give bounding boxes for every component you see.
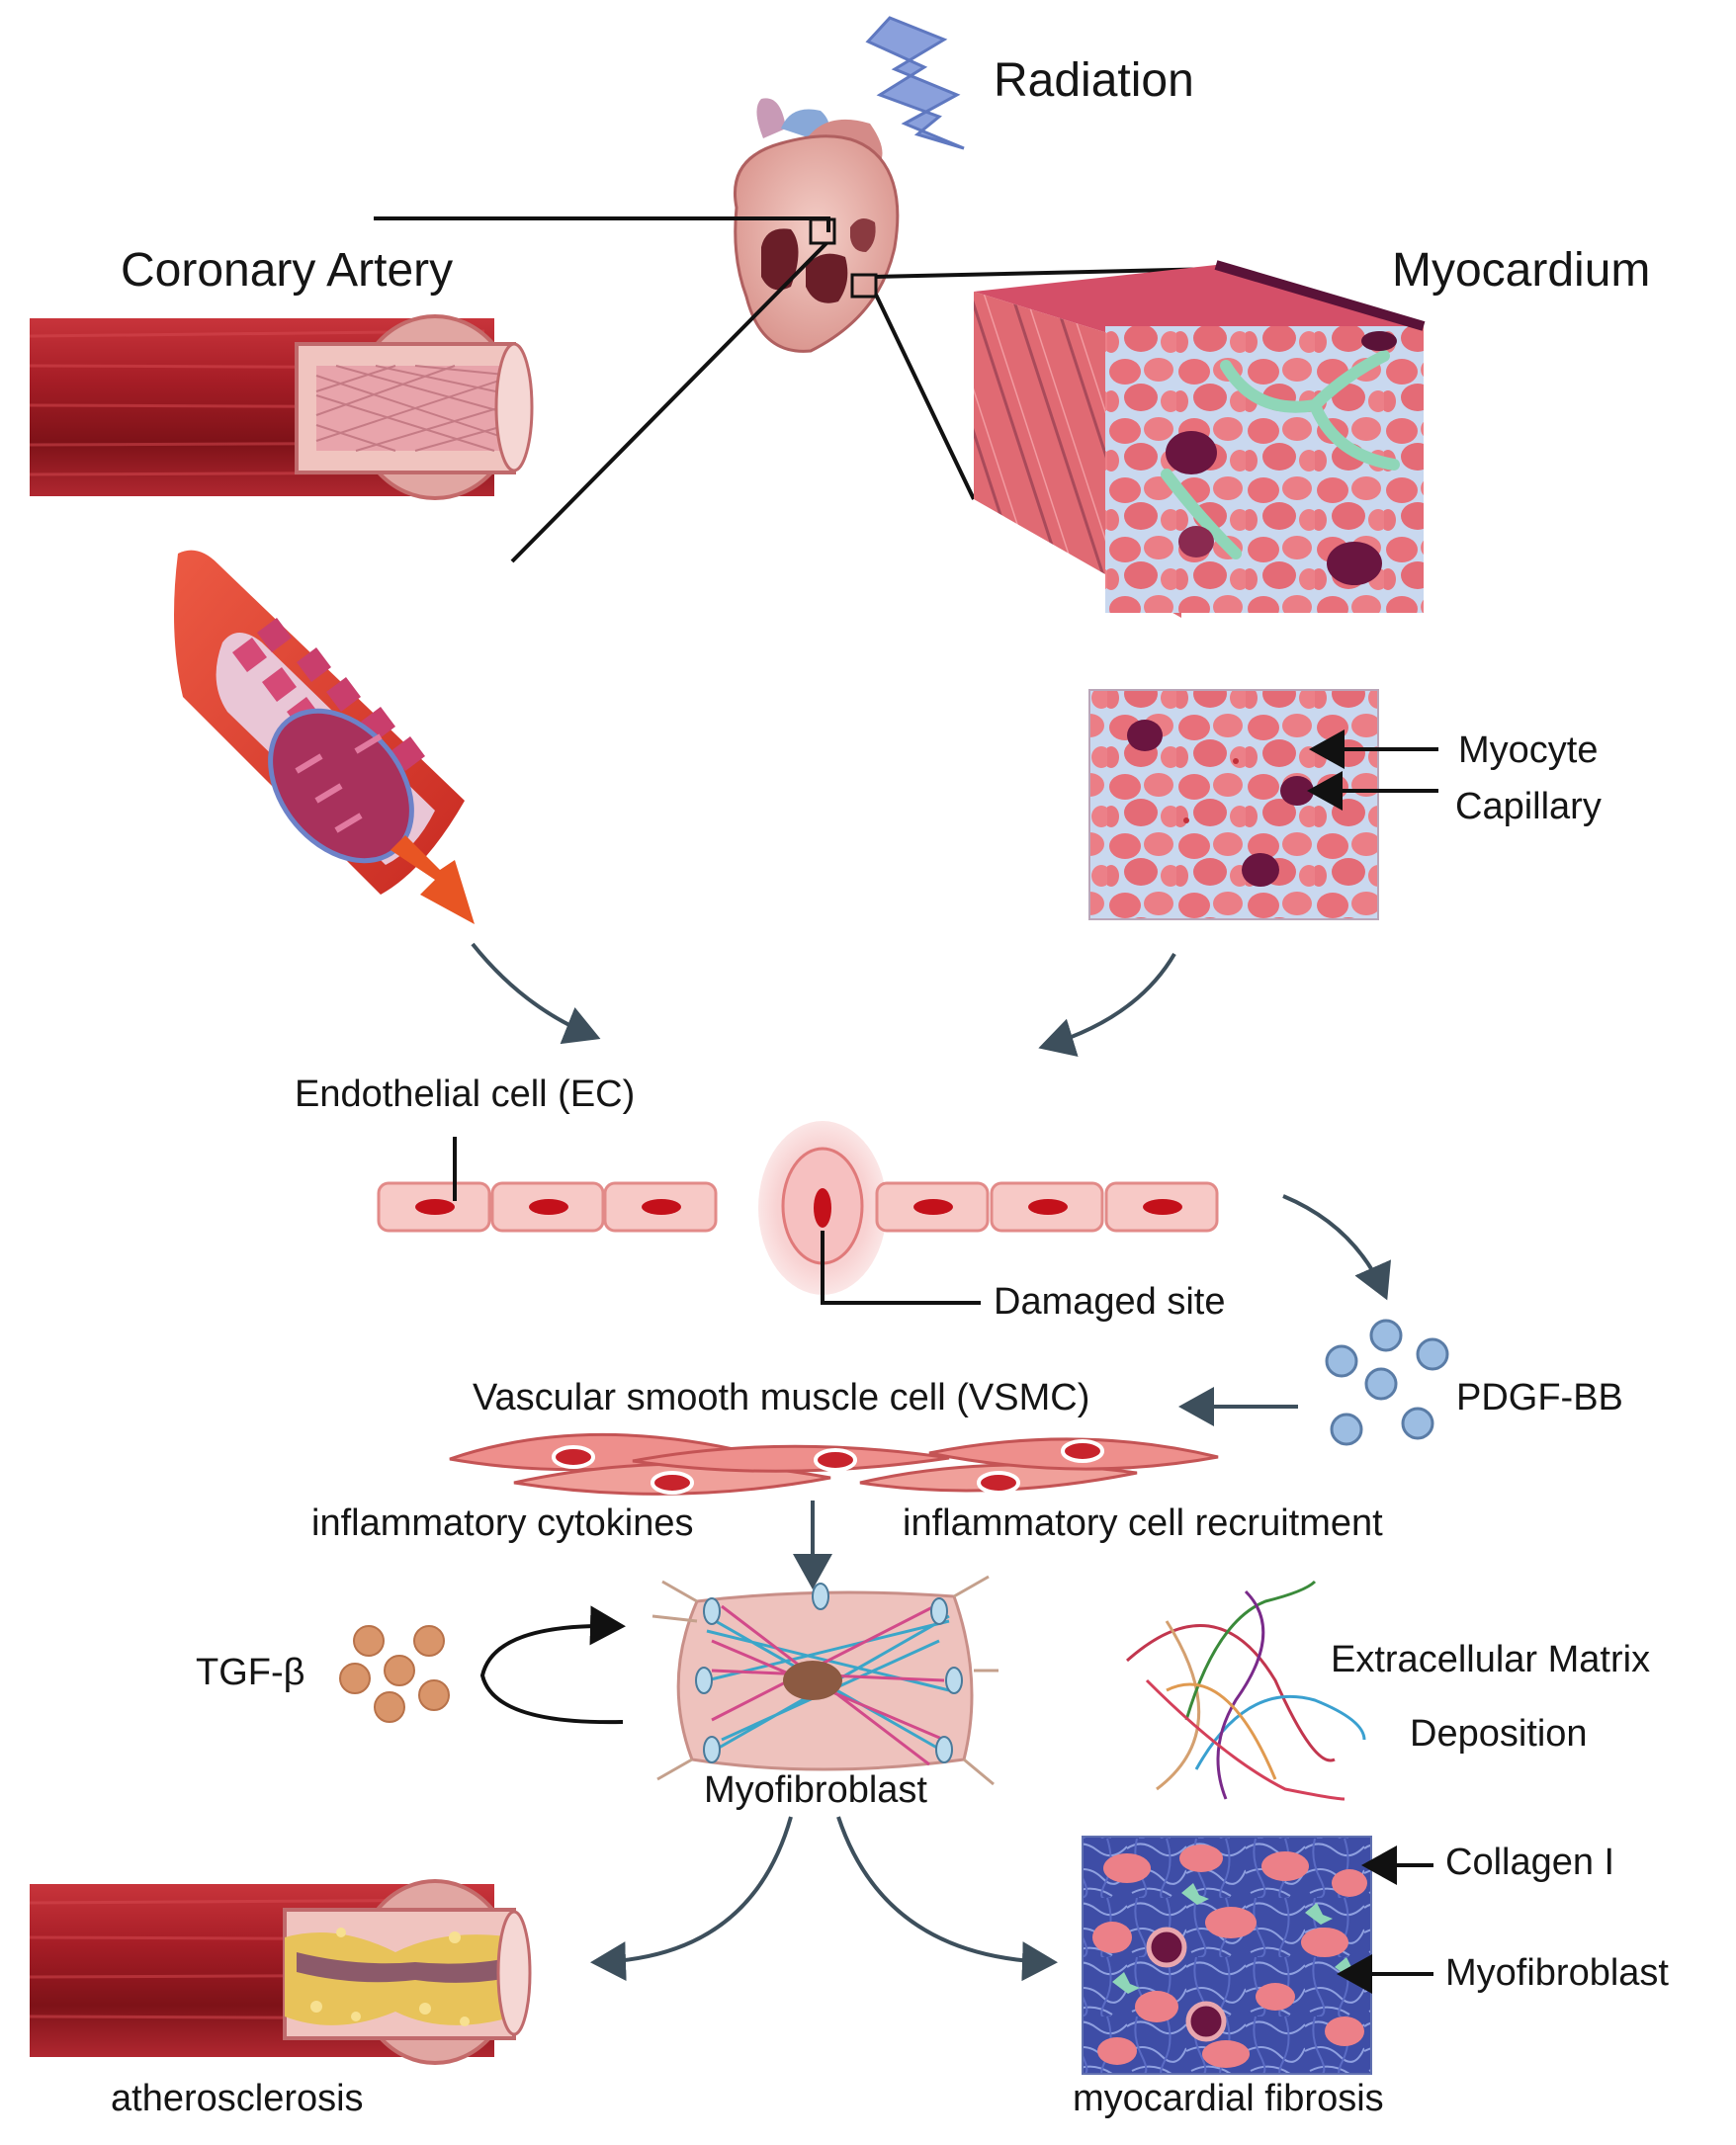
endothelial-nucleus (642, 1199, 681, 1215)
radiation-label: Radiation (994, 54, 1194, 107)
coronary-artery-illustration (29, 314, 534, 500)
atherosclerosis-label: atherosclerosis (111, 2078, 364, 2119)
pdgf-bb-particles (1325, 1319, 1449, 1446)
myocardium-label: Myocardium (1392, 244, 1651, 297)
tgf-beta-particles (339, 1625, 450, 1723)
inflammatory-cell-recruitment-label: inflammatory cell recruitment (903, 1502, 1383, 1544)
endothelial-cell-row (377, 1121, 1219, 1295)
tgf-beta-label: TGF-β (196, 1652, 305, 1693)
collagen-label: Collagen I (1445, 1842, 1615, 1883)
myocardium-block-illustration (974, 260, 1426, 618)
endothelial-nucleus (1028, 1199, 1068, 1215)
heart-illustration (734, 98, 900, 353)
arrow-to-atherosclerosis (590, 1816, 793, 1982)
coronary-artery-label: Coronary Artery (121, 244, 454, 297)
damaged-site-label: Damaged site (994, 1281, 1226, 1323)
myofibroblast-label: Myofibroblast (704, 1769, 927, 1811)
myocardial-fibrosis-illustration (1082, 1836, 1372, 2075)
arrow-myocardium-to-ec (1038, 952, 1176, 1057)
vsmc-cells (449, 1432, 1219, 1496)
ecm-label-line2: Deposition (1410, 1713, 1588, 1755)
myocardial-fibrosis-label: myocardial fibrosis (1073, 2078, 1384, 2119)
myofibroblast-cell (651, 1575, 998, 1786)
arrow-artery-to-ec (471, 942, 601, 1045)
arrow-to-fibrosis (836, 1816, 1058, 1982)
endothelial-nucleus (415, 1199, 455, 1215)
lightning-icon (865, 16, 965, 150)
damaged-site-pointer (821, 1231, 981, 1305)
endothelial-cell-label: Endothelial cell (EC) (295, 1073, 636, 1115)
ecm-label-line1: Extracellular Matrix (1331, 1639, 1651, 1680)
fibrosis-myofibroblast-label: Myofibroblast (1445, 1952, 1669, 1994)
endothelium-tube-illustration (174, 550, 475, 924)
myocyte-label: Myocyte (1458, 729, 1599, 771)
vsmc-label: Vascular smooth muscle cell (VSMC) (473, 1377, 1090, 1418)
ecm-fibers (1126, 1580, 1366, 1801)
heart-connector-lines (374, 216, 1217, 563)
capillary-label: Capillary (1455, 786, 1602, 827)
tgf-feedback-arrow (479, 1605, 626, 1725)
myocardium-section-illustration (1088, 689, 1379, 920)
inflammatory-cytokines-label: inflammatory cytokines (311, 1502, 694, 1544)
arrow-ec-to-pdgf (1282, 1194, 1391, 1301)
pdgf-bb-label: PDGF-BB (1456, 1377, 1623, 1418)
endothelial-nucleus (1143, 1199, 1182, 1215)
endothelial-nucleus (529, 1199, 568, 1215)
atherosclerosis-artery-illustration (29, 1879, 532, 2065)
endothelial-nucleus (913, 1199, 953, 1215)
